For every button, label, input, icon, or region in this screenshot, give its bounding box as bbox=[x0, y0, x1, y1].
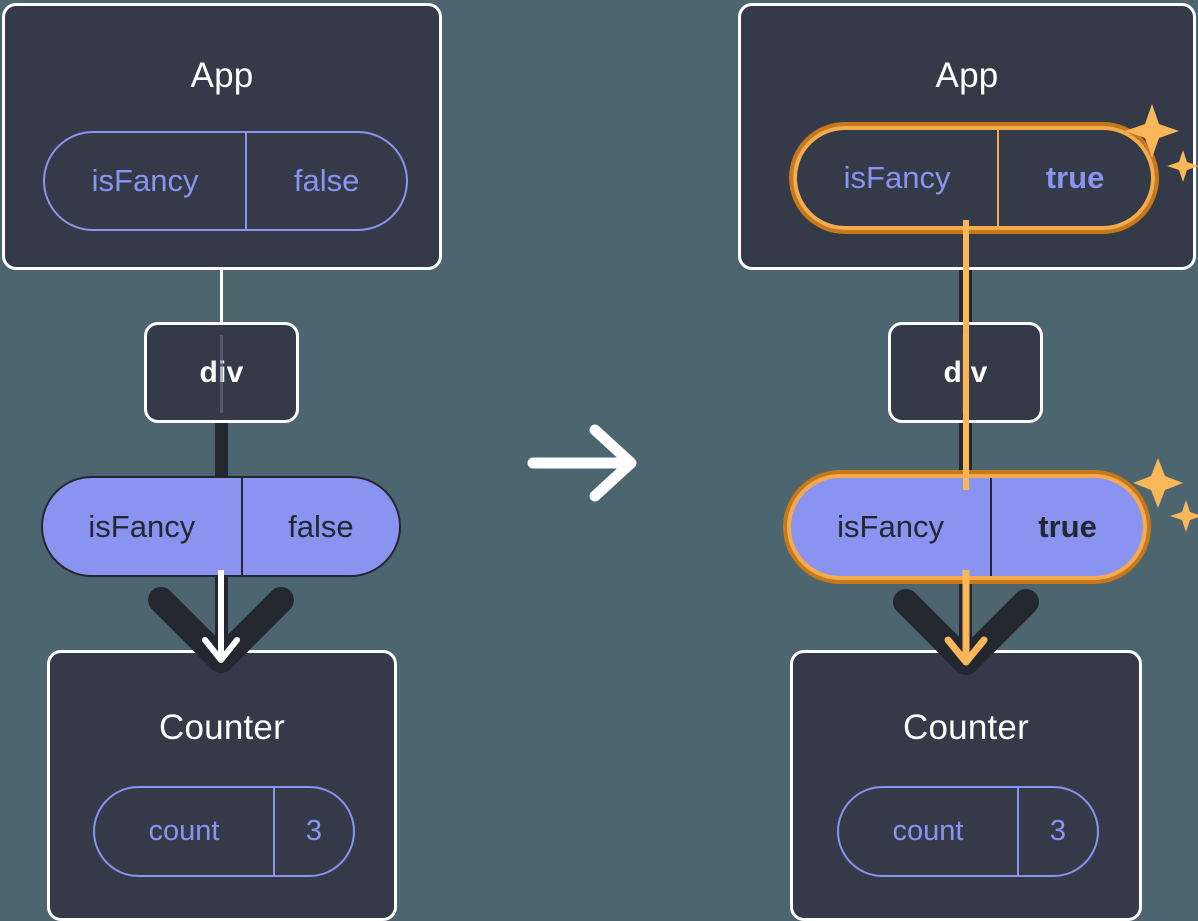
right-floating-prop-name: isFancy bbox=[837, 509, 944, 544]
right-counter-box[interactable]: Counter count 3 bbox=[790, 650, 1142, 921]
right-floating-prop-value: true bbox=[990, 478, 1143, 576]
sparkle-icon-app bbox=[1125, 104, 1198, 182]
left-app-prop-value: false bbox=[245, 133, 406, 229]
left-counter-state-pill[interactable]: count 3 bbox=[93, 786, 355, 877]
left-counter-box[interactable]: Counter count 3 bbox=[47, 650, 397, 921]
left-floating-prop-name: isFancy bbox=[88, 508, 196, 544]
sparkle-icon-prop bbox=[1133, 458, 1198, 532]
right-app-prop-value: true bbox=[997, 130, 1151, 226]
left-app-box[interactable]: App isFancy false bbox=[2, 3, 442, 270]
right-counter-title: Counter bbox=[903, 708, 1029, 747]
left-arrow-white-head bbox=[202, 570, 240, 663]
right-app-prop-pill[interactable]: isFancy true bbox=[793, 126, 1155, 230]
right-counter-state-pill[interactable]: count 3 bbox=[837, 786, 1099, 877]
left-app-prop-name: isFancy bbox=[91, 163, 199, 198]
left-counter-title: Counter bbox=[159, 708, 285, 747]
right-arrow-orange-head bbox=[944, 570, 988, 666]
right-connector-app-to-pill-orange bbox=[963, 220, 969, 490]
left-app-title: App bbox=[190, 56, 254, 95]
left-app-prop-pill[interactable]: isFancy false bbox=[43, 131, 408, 231]
transition-right-arrow bbox=[527, 424, 637, 502]
left-counter-state-value: 3 bbox=[273, 788, 353, 875]
right-app-prop-name: isFancy bbox=[843, 160, 951, 195]
left-counter-state-name: count bbox=[148, 815, 220, 847]
left-connector-through-div bbox=[220, 335, 223, 413]
left-floating-prop-value: false bbox=[240, 478, 399, 575]
right-counter-state-name: count bbox=[892, 815, 964, 847]
left-connector-app-to-div bbox=[220, 262, 223, 324]
left-floating-prop-pill[interactable]: isFancy false bbox=[41, 476, 401, 577]
right-app-title: App bbox=[935, 56, 999, 95]
right-counter-state-value: 3 bbox=[1017, 788, 1097, 875]
